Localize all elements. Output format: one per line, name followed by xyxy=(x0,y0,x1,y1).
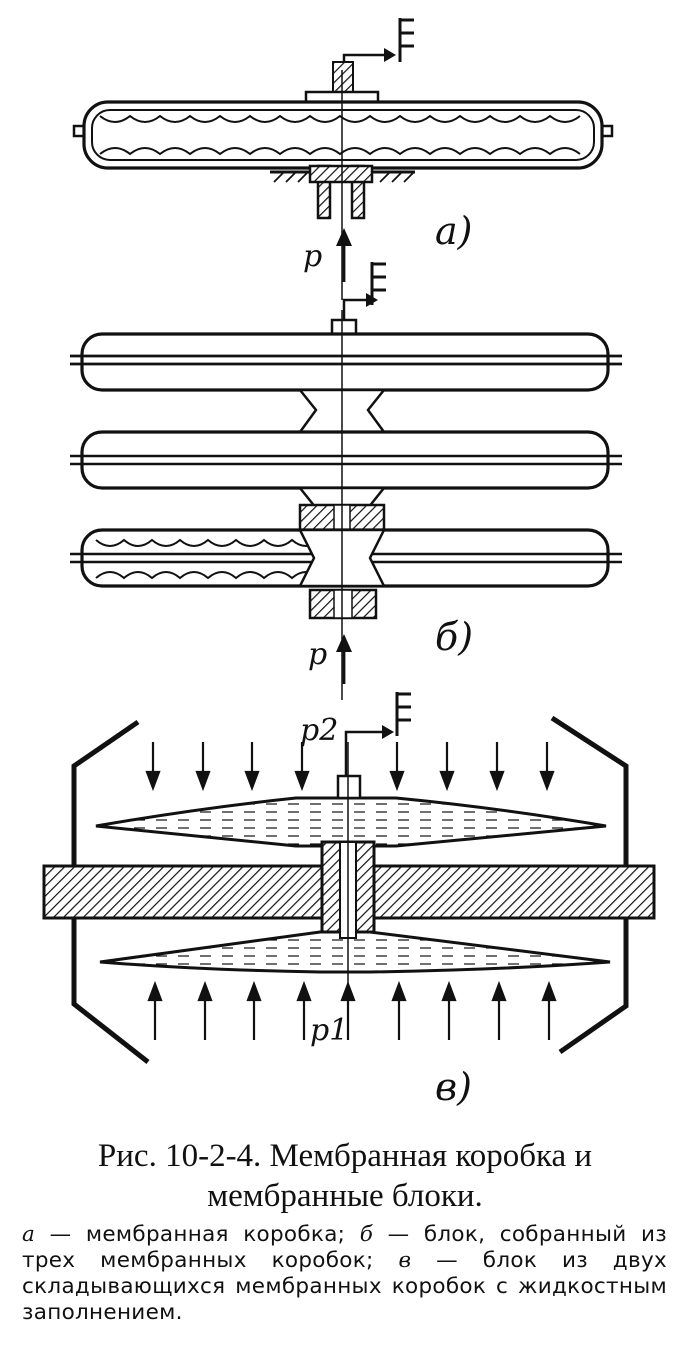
panel-label-b: б) xyxy=(435,615,473,659)
legend-text-a: мембранная коробка; xyxy=(85,1222,346,1247)
legend-text-c: блок из двух складывающихся мембранных к… xyxy=(22,1248,667,1325)
membrane-figure: а) p xyxy=(42,18,656,1109)
legend-key-c: в xyxy=(398,1248,412,1273)
legend-key-b: б xyxy=(359,1222,374,1247)
pressure-label-a: p xyxy=(303,239,322,274)
figure-caption: Рис. 10-2-4. Мембранная коробка и мембра… xyxy=(97,1138,593,1214)
panel-b-three-box-block xyxy=(70,262,622,700)
legend-text-b: блок, собранный из трех мембранных короб… xyxy=(22,1222,667,1273)
pressure-label-b: p xyxy=(308,637,327,672)
legend-key-a: а xyxy=(22,1222,36,1247)
pressure-label-p2: p2 xyxy=(300,713,338,748)
panel-c-liquid-filled-block xyxy=(42,692,656,1064)
figure-legend: а — мембранная коробка; б — блок, собран… xyxy=(22,1222,667,1325)
panel-label-c: в) xyxy=(435,1065,472,1109)
pressure-label-p1: p1 xyxy=(310,1013,348,1048)
panel-a-single-membrane-box xyxy=(72,18,614,300)
panel-label-a: а) xyxy=(435,209,472,253)
